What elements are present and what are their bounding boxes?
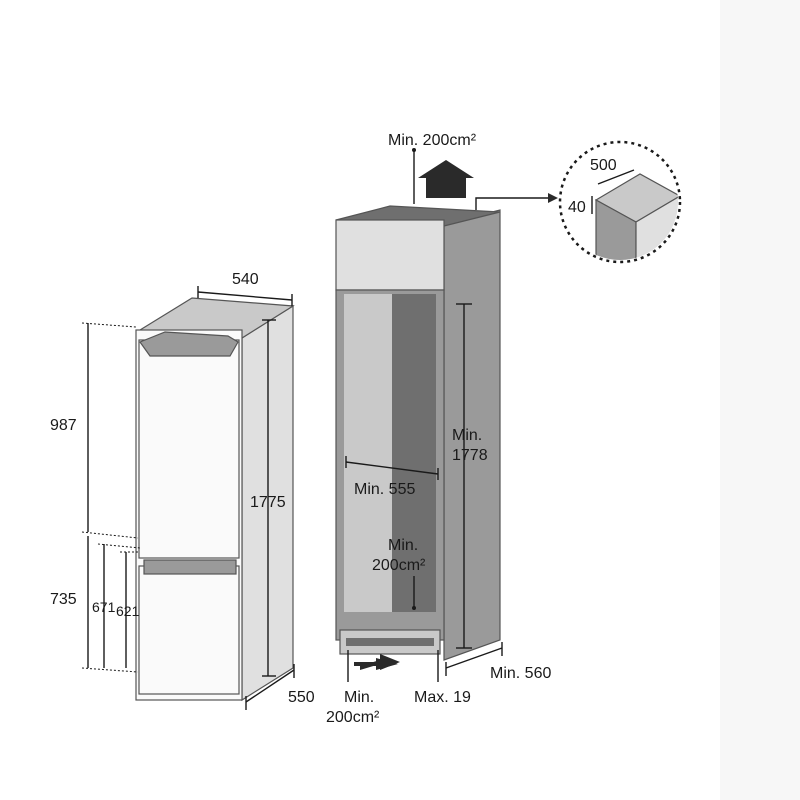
detail-connector [475, 193, 558, 210]
dim-fridge-height: 1775 [250, 319, 286, 677]
label-detail-width: 500 [590, 157, 617, 174]
label-mid-vent-1: Min. [388, 537, 418, 554]
label-upper-height: 987 [50, 417, 77, 434]
dim-inner-height: Min. 1778 [452, 303, 488, 649]
label-detail-height: 40 [568, 199, 586, 216]
label-inner-height-2: 1778 [452, 447, 488, 464]
dim-inner-width: Min. 555 [345, 456, 439, 498]
fridge-lower-door [138, 565, 240, 695]
fridge-middle-hinge [143, 559, 237, 575]
dim-upper-height: 987 [50, 322, 139, 539]
dim-lower-height: 735 [50, 536, 139, 673]
detail-front [595, 198, 637, 260]
dim-gap-a: 671 [92, 543, 141, 668]
label-plinth: Max. 19 [414, 689, 471, 706]
bottom-vent-arrow: Min. 200cm² [326, 650, 400, 726]
detail-view: 500 40 [558, 140, 682, 264]
label-top-vent: Min. 200cm² [388, 132, 477, 149]
cabinet-left-wall [344, 294, 392, 612]
dim-fridge-width: 540 [197, 271, 293, 306]
top-vent-arrow: Min. 200cm² [388, 132, 477, 204]
label-gap-a: 671 [92, 599, 116, 615]
label-fridge-width: 540 [232, 271, 259, 288]
label-fridge-height: 1775 [250, 494, 286, 511]
fridge-top-hinge [139, 331, 239, 357]
label-lower-height: 735 [50, 591, 77, 608]
mid-vent: Min. 200cm² [372, 537, 426, 610]
cabinet-figure [335, 205, 501, 661]
arrow-right-icon [548, 193, 558, 203]
label-fridge-depth: 550 [288, 689, 315, 706]
dim-fridge-depth: 550 [245, 664, 315, 710]
label-bottom-vent-2: 200cm² [326, 709, 380, 726]
label-gap-b: 621 [116, 603, 140, 619]
dim-plinth: Max. 19 [414, 650, 471, 706]
label-inner-height-1: Min. [452, 427, 482, 444]
dim-gap-b: 621 [116, 551, 140, 668]
label-mid-vent-2: 200cm² [372, 557, 426, 574]
label-bottom-vent-1: Min. [344, 689, 374, 706]
arrow-up-icon [418, 160, 474, 198]
label-cabinet-depth: Min. 560 [490, 665, 551, 682]
dim-cabinet-depth: Min. 560 [445, 642, 551, 682]
cabinet-plinth-vent [346, 638, 434, 646]
label-inner-width: Min. 555 [354, 481, 415, 498]
fridge-upper-door [138, 339, 240, 559]
cabinet-upper-front [335, 219, 445, 291]
fridge-figure [135, 297, 295, 702]
